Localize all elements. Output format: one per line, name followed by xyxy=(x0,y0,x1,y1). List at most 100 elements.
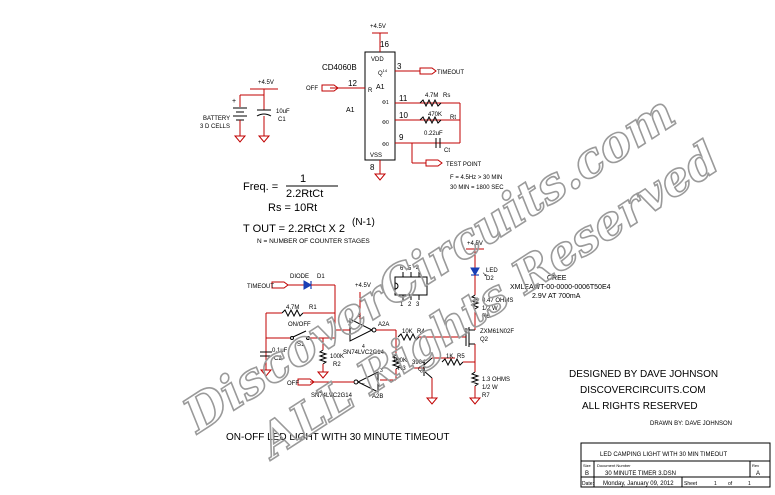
sheet-total: 1 xyxy=(748,481,751,487)
doc-number-header: Document Number xyxy=(597,463,631,468)
rs-ref: Rs xyxy=(443,93,450,99)
r7-value: 1.3 OHMS xyxy=(482,377,510,383)
r1-ref: R1 xyxy=(309,305,317,311)
phi0b-label: Φ0 xyxy=(382,120,389,126)
ic-ref-a1: A1 xyxy=(376,84,385,91)
s1-label: ON/OFF xyxy=(288,322,311,328)
d1-ref: D1 xyxy=(317,274,325,280)
battery-supply-label: +4.5V xyxy=(258,80,274,86)
pkg-pin-6: 6 xyxy=(400,266,404,272)
timeout-input-label: TIMEOUT xyxy=(247,284,274,290)
sheet-header: Sheet xyxy=(684,481,698,487)
rt-value: 470K xyxy=(428,112,442,118)
battery-section: +4.5V + BATTERY 3 D CELLS 10uF C1 xyxy=(200,80,290,143)
rev-value: A xyxy=(756,471,760,477)
vdd-supply-label: +4.5V xyxy=(370,24,386,30)
cree-brand: CREE xyxy=(547,275,567,282)
pin-16: 16 xyxy=(380,40,389,49)
r3-value: 100K xyxy=(393,358,407,364)
ic-cd4060b: +4.5V 16 VDD 3 Q14 TIMEOUT CD4060B A1 A1… xyxy=(306,24,482,181)
ct-ref: Ct xyxy=(444,148,450,154)
sheet-number: 1 xyxy=(714,481,717,487)
q2-ref: Q2 xyxy=(480,337,489,343)
tout-equation: T OUT = 2.2RtCt X 2 xyxy=(243,223,345,235)
size-header: Size xyxy=(583,463,592,468)
pin-10: 10 xyxy=(399,111,408,120)
pkg-pin-3: 3 xyxy=(416,302,420,308)
q14-label: Q14 xyxy=(378,68,388,77)
q2-value: ZXM61N02F xyxy=(480,329,514,335)
freq-lhs: Freq. = xyxy=(243,181,278,193)
rev-header: Rev xyxy=(752,463,759,468)
a2a-ref: A2A xyxy=(378,322,389,328)
c1-value: 10uF xyxy=(276,109,290,115)
ic-ref-a1-side: A1 xyxy=(346,107,355,114)
pkg-pin-4: 4 xyxy=(416,266,420,272)
r7-ref: R7 xyxy=(482,393,490,399)
battery-plus-icon: + xyxy=(232,98,236,105)
c1-ref: C1 xyxy=(278,117,286,123)
freq-denominator: 2.2RtCt xyxy=(286,188,323,200)
a2a-schmitt-icon: ⌐ xyxy=(355,329,359,335)
d1-label: DIODE xyxy=(290,274,309,280)
tout-exponent: (N-1) xyxy=(352,217,375,228)
schematic-caption: ON-OFF LED LIGHT WITH 30 MINUTE TIMEOUT xyxy=(226,432,450,443)
duration-note: 30 MIN = 1800 SEC xyxy=(450,185,504,191)
battery-cells-label: 3 D CELLS xyxy=(200,124,230,130)
counter-stages-note: N = NUMBER OF COUNTER STAGES xyxy=(257,238,370,245)
off-label-1: OFF xyxy=(306,86,318,92)
r4-ref: R4 xyxy=(417,329,425,335)
rights-reserved: ALL RIGHTS RESERVED xyxy=(582,401,698,412)
title-block-title: LED CAMPING LIGHT WITH 30 MIN TIMEOUT xyxy=(600,452,727,458)
a2b-schmitt-icon: ⌐ xyxy=(362,381,365,387)
watermark-line-2: ALL Rights Reserved xyxy=(246,131,728,470)
pkg-pin-2: 2 xyxy=(408,302,412,308)
title-block: LED CAMPING LIGHT WITH 30 MIN TIMEOUT Si… xyxy=(580,442,771,488)
a2-supply-label: +4.5V xyxy=(355,283,371,289)
frequency-note: F = 4.5Hz > 30 MIN xyxy=(450,175,502,181)
r2-value: 100K xyxy=(330,354,344,360)
r5-value: 1K xyxy=(446,354,453,360)
switch-circuit: TIMEOUT DIODE D1 4.7M R1 ON/OFF S1 0.1uF… xyxy=(247,274,475,405)
date-header: Date: xyxy=(582,481,594,487)
ic-part-name: CD4060B xyxy=(322,63,357,72)
led-supply-label: +4.5V xyxy=(467,241,483,247)
vss-label: VSS xyxy=(370,153,382,159)
r2-ref: R2 xyxy=(333,362,341,368)
cree-rating: 2.9V AT 700mA xyxy=(532,293,581,300)
test-point-label: TEST POINT xyxy=(446,162,482,168)
formulas: Freq. = 1 2.2RtCt Rs = 10Rt T OUT = 2.2R… xyxy=(243,173,504,245)
freq-numerator: 1 xyxy=(300,173,306,185)
pin-8: 8 xyxy=(370,163,375,172)
doc-number-value: 30 MINUTE TIMER 3.DSN xyxy=(605,471,676,477)
r3-ref: R3 xyxy=(398,366,406,372)
c2-value: 0.1uF xyxy=(272,348,288,354)
size-value: B xyxy=(585,471,589,477)
rs-value: 4.7M xyxy=(425,93,438,99)
pin-9: 9 xyxy=(399,133,404,142)
a2b-ref: A2B xyxy=(372,394,383,400)
vdd-label: VDD xyxy=(371,57,384,63)
led-ref: D2 xyxy=(486,276,494,282)
r5-ref: R5 xyxy=(457,354,465,360)
package-drawing: 6 5 4 1 2 3 xyxy=(394,266,428,308)
phi0-label: Φ0 xyxy=(382,142,389,148)
a2a-part: SN74LVC2G14 xyxy=(343,350,385,356)
r6-watts: 1/2 W xyxy=(482,306,498,312)
battery-label: BATTERY xyxy=(203,116,230,122)
off-label-2: OFF xyxy=(287,381,299,387)
led-driver: +4.5V ↘ LED D2 0.47 OHMS 1/2 W R6 ZXM61N… xyxy=(455,241,611,405)
a2b-pin3: 3 xyxy=(380,368,383,374)
drawn-by: DRAWN BY: DAVE JOHNSON xyxy=(650,421,732,427)
pin-3: 3 xyxy=(397,62,402,71)
led-arrows-icon: ↘ xyxy=(482,272,487,278)
timeout-output-label: TIMEOUT xyxy=(437,70,464,76)
r1-value: 4.7M xyxy=(286,305,299,311)
s1-ref: S1 xyxy=(297,342,305,348)
ct-value: 0.22uF xyxy=(424,131,443,137)
pin-12: 12 xyxy=(348,79,357,88)
credits: DESIGNED BY DAVE JOHNSON DISCOVERCIRCUIT… xyxy=(569,369,732,427)
designed-by: DESIGNED BY DAVE JOHNSON xyxy=(569,369,718,380)
site-name: DISCOVERCIRCUITS.COM xyxy=(580,385,706,396)
